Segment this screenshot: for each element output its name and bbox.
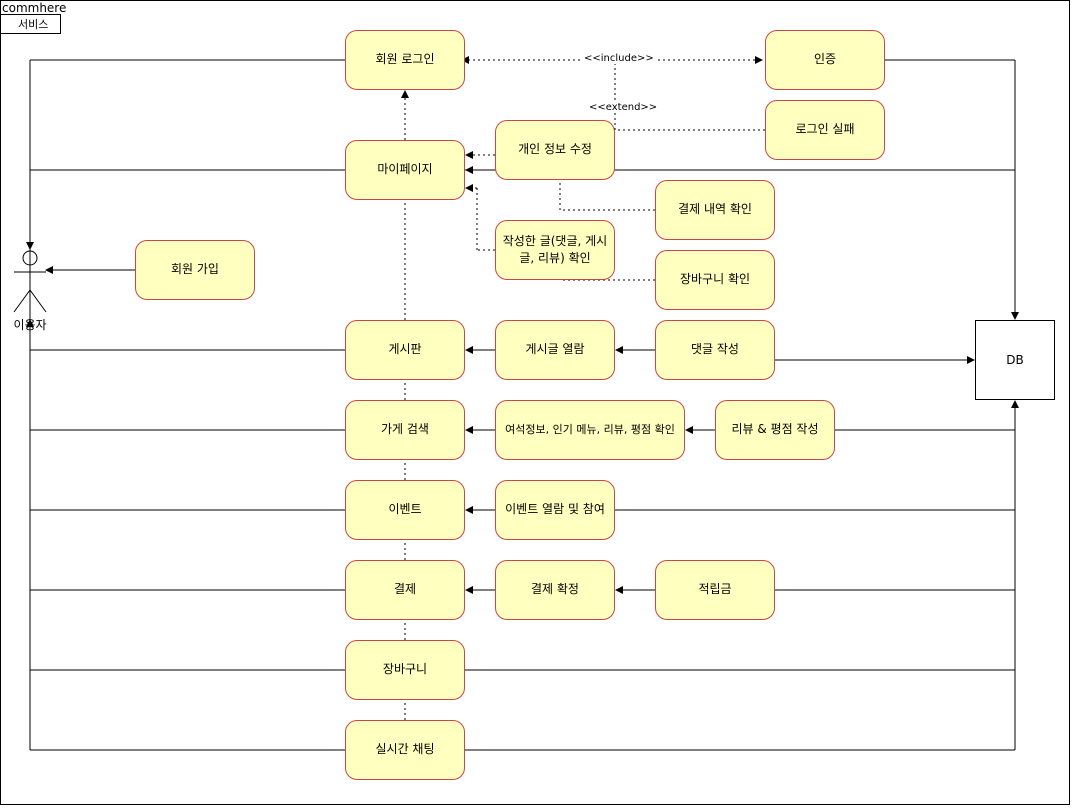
uc-signup: 회원 가입	[135, 240, 255, 300]
actor-label: 이용자	[13, 318, 47, 332]
uc-chat: 실시간 채팅	[345, 720, 465, 780]
extend-label: <<extend>>	[588, 102, 659, 113]
uc-login-fail: 로그인 실패	[765, 100, 885, 160]
uc-cart: 장바구니	[345, 640, 465, 700]
frame-title: commhere	[2, 1, 67, 15]
include-label: <<include>>	[583, 53, 655, 64]
uc-payment: 결제	[345, 560, 465, 620]
uc-login: 회원 로그인	[345, 30, 465, 90]
uc-cart-check: 장바구니 확인	[655, 250, 775, 310]
uc-event: 이벤트	[345, 480, 465, 540]
uc-mypage: 마이페이지	[345, 140, 465, 200]
uc-edit-info: 개인 정보 수정	[495, 120, 615, 180]
uc-board: 게시판	[345, 320, 465, 380]
uc-store-search: 가게 검색	[345, 400, 465, 460]
uc-post-view: 게시글 열람	[495, 320, 615, 380]
uc-review-write: 리뷰 & 평점 작성	[715, 400, 835, 460]
frame-subtitle: 서비스	[18, 18, 49, 31]
uc-store-info: 여석정보, 인기 메뉴, 리뷰, 평점 확인	[495, 400, 685, 460]
uc-payment-history: 결제 내역 확인	[655, 180, 775, 240]
db-box: DB	[975, 320, 1055, 400]
uc-comment-write: 댓글 작성	[655, 320, 775, 380]
uc-points: 적립금	[655, 560, 775, 620]
uc-auth: 인증	[765, 30, 885, 90]
uc-my-posts: 작성한 글(댓글, 게시글, 리뷰) 확인	[495, 220, 615, 280]
uc-payment-confirm: 결제 확정	[495, 560, 615, 620]
frame-tab	[0, 14, 61, 34]
uc-event-join: 이벤트 열람 및 참여	[495, 480, 615, 540]
